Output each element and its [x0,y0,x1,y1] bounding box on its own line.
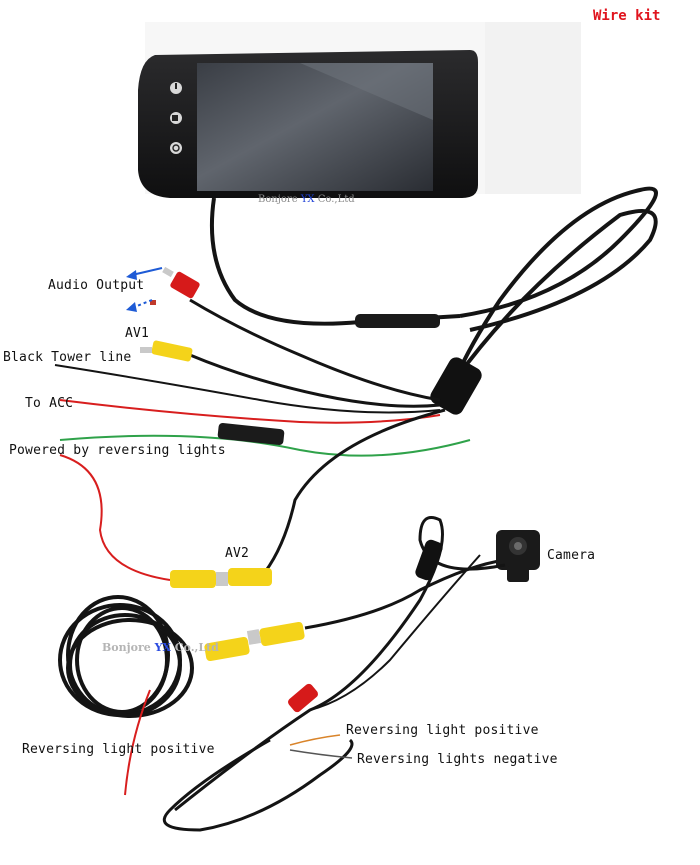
black-tower-wire [54,364,441,414]
harness-junction [430,357,482,415]
power-icon [170,142,182,154]
source-icon [170,112,182,124]
label-av2: AV2 [225,546,250,561]
reverse-negative-lead [289,749,353,759]
label-reversing-lights-negative: Reversing lights negative [357,752,558,767]
av1-cable [189,353,441,408]
audio-rca-plug [162,266,200,299]
label-powered-by-reversing-lights: Powered by reversing lights [9,443,226,458]
cable-watermark: Bonjore YX Co.,Ltd [102,641,219,654]
diagram-title: Wire kit [593,8,661,24]
audio-plug-tip [150,300,156,305]
label-audio-output: Audio Output [48,278,145,293]
label-reversing-light-positive-left: Reversing light positive [22,742,215,757]
acc-wire [59,399,441,424]
monitor-watermark: Bonjore YX Co.,Ltd [258,194,355,205]
arrow-left-icon [126,267,163,280]
reverse-positive-lead [289,734,341,746]
monitor-cable [209,197,461,326]
camera-video-cable [304,558,506,630]
power-icon [170,82,182,94]
arrow-left-icon [126,299,153,312]
monitor-cable-connector [355,314,440,328]
label-camera: Camera [547,548,596,563]
coil-lead-red-wire [124,689,151,796]
label-av1: AV1 [125,326,150,341]
camera-inline-connector [415,539,443,581]
power-plug-red [288,683,318,713]
mirror-monitor [138,50,478,198]
label-black-tower-line: Black Tower line [3,350,132,365]
rear-camera [496,530,540,582]
green-power-wire [59,434,471,457]
title-panel-right [485,22,581,194]
av2-feed-cable [263,408,446,573]
label-to-acc: To ACC [25,396,74,411]
extension-cable-loop [453,186,658,382]
reverse-lead-loop [162,738,354,832]
audio-cable [189,298,441,402]
av2-rca-connector [170,568,272,588]
coiled-video-cable [58,595,194,718]
label-reversing-light-positive-right: Reversing light positive [346,723,539,738]
camera-tail-cable [309,554,481,711]
red-reverse-wire [59,454,171,581]
camera-rca-connector [204,621,305,662]
inline-fuse-holder [217,422,285,446]
camera-power-cable [174,516,506,812]
av1-rca-plug [140,340,193,362]
